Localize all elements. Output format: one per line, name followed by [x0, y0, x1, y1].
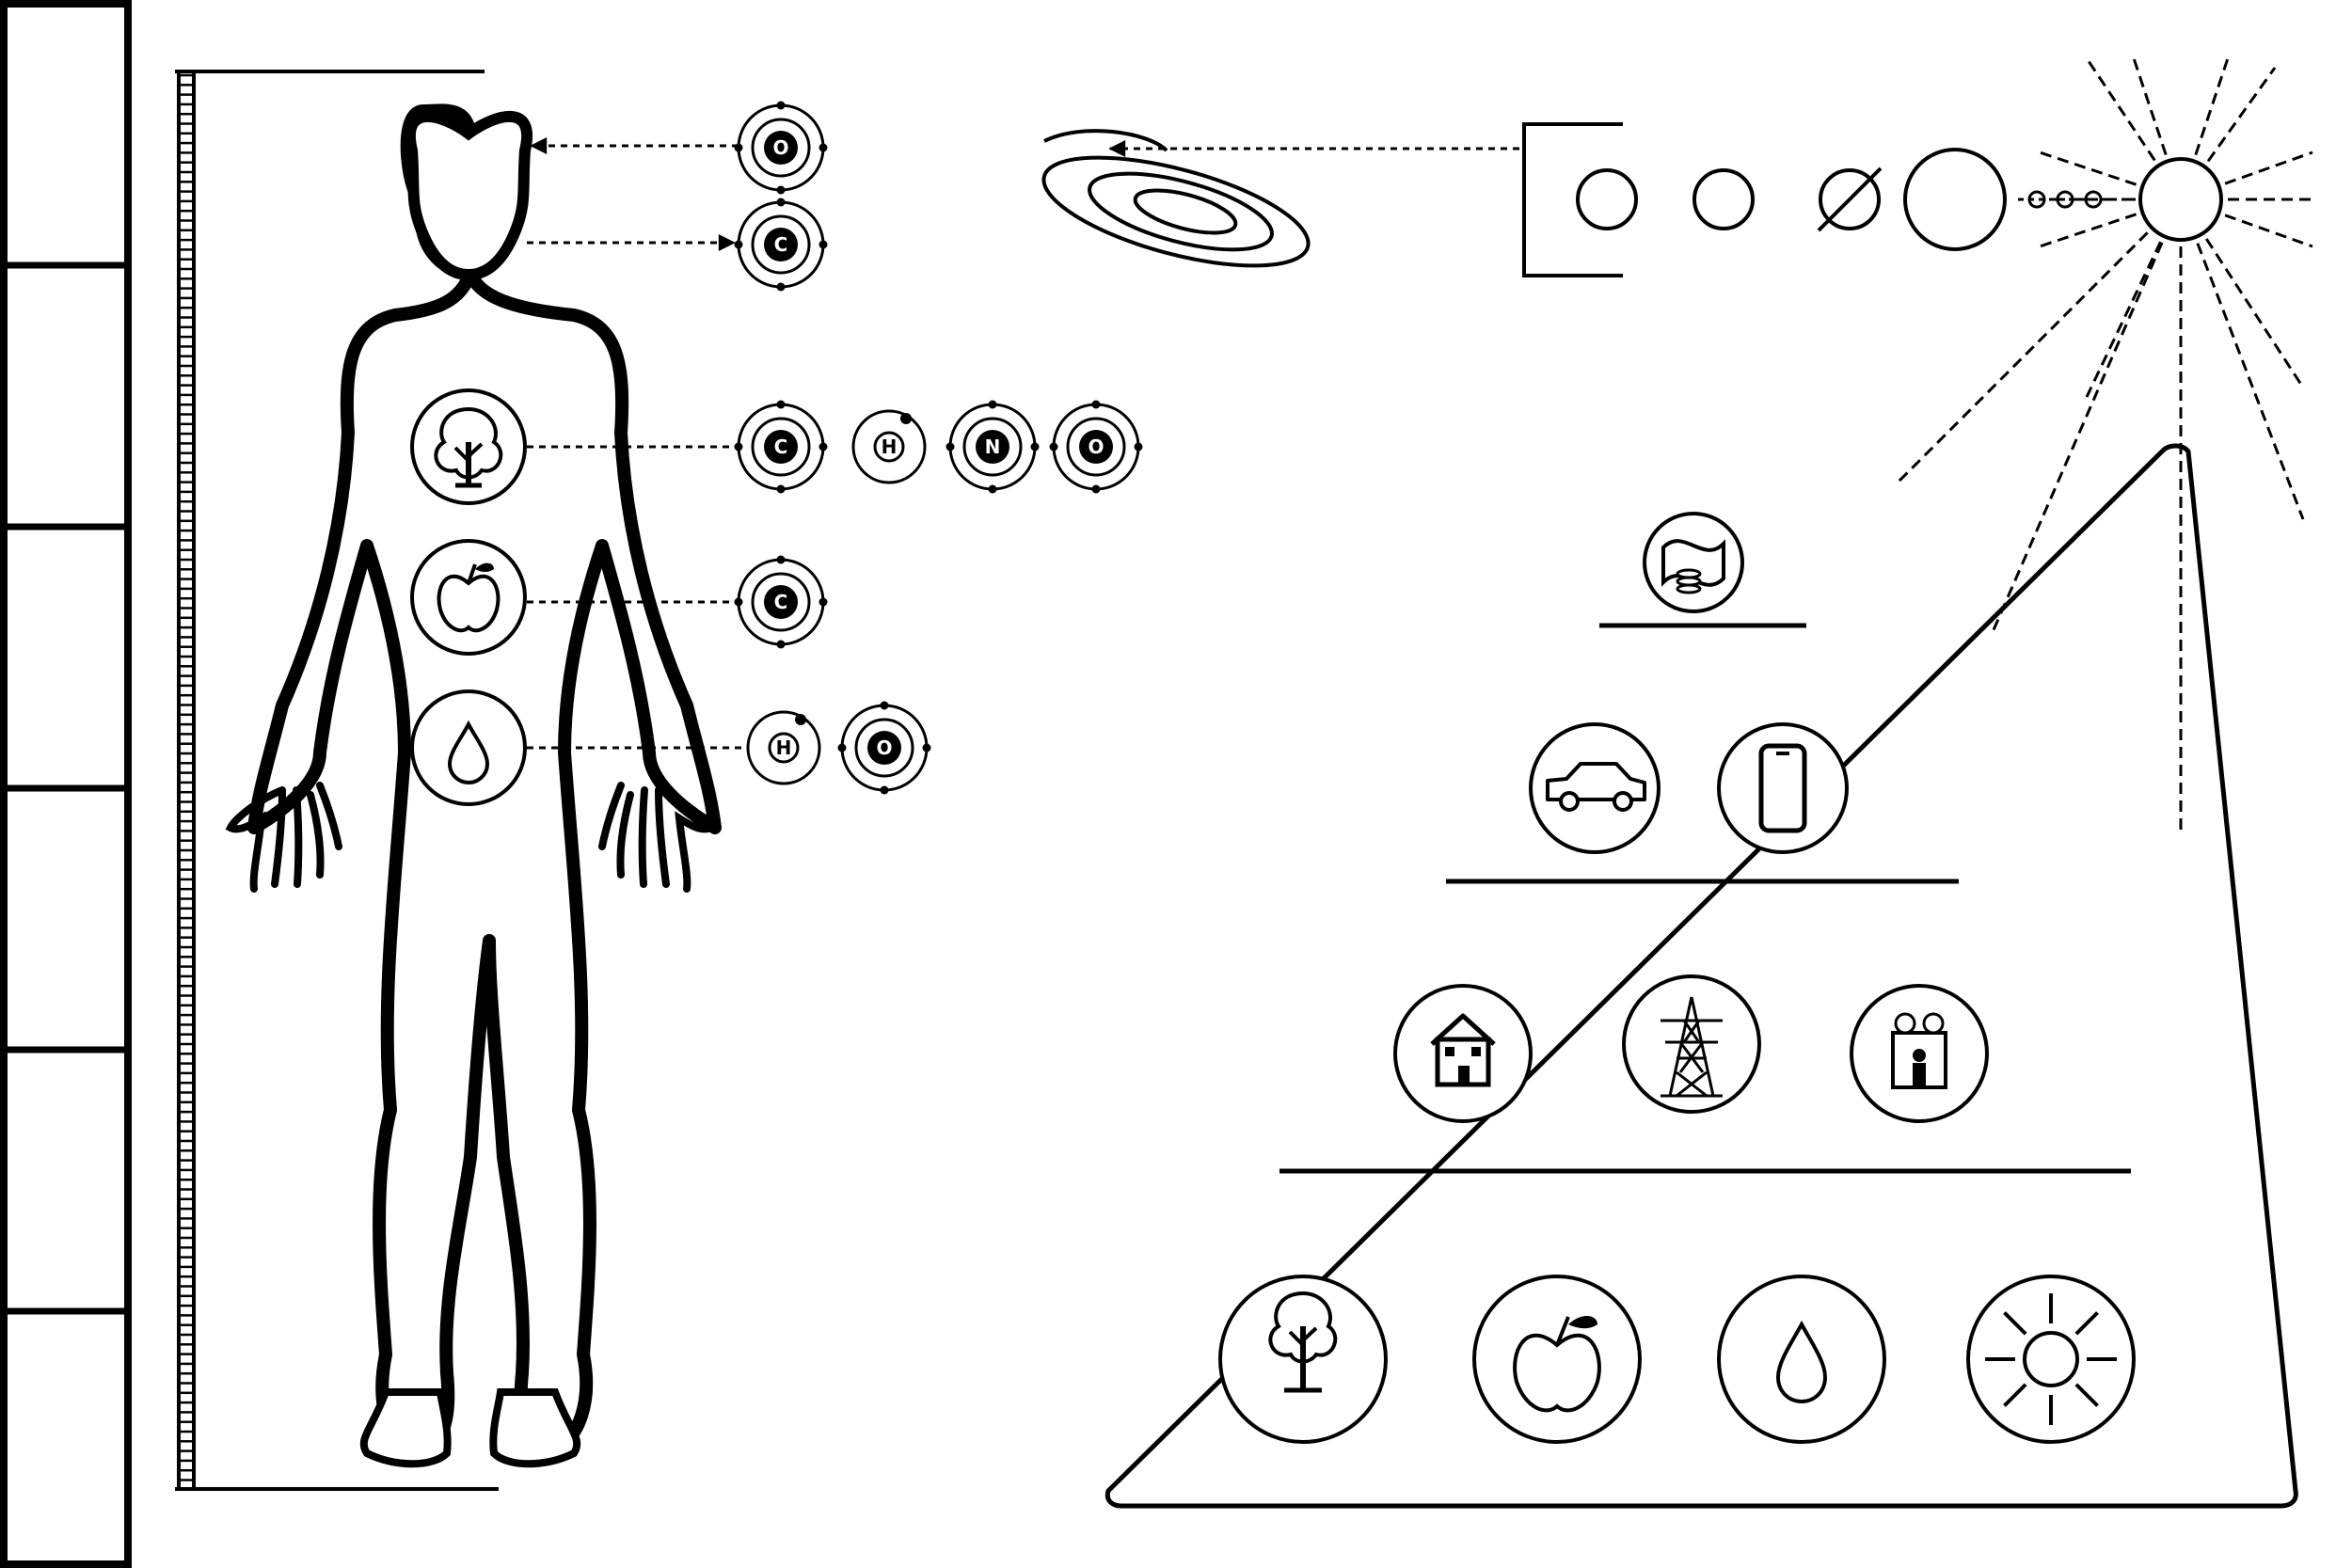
car-circle	[1529, 722, 1661, 854]
house-icon	[1430, 1013, 1496, 1087]
height-ruler	[175, 70, 499, 1491]
pyramid	[1104, 443, 2298, 1509]
sun-rays-icon	[1897, 57, 2313, 830]
tree-atom-icon: C	[734, 400, 828, 494]
atom-symbol: C	[774, 591, 788, 613]
apple-atom-icon: C	[734, 555, 828, 649]
water-atom-icon: H	[746, 710, 821, 785]
carbon-atom-icon: C	[734, 198, 828, 292]
tree-icon	[434, 406, 503, 488]
atom-symbol: O	[1088, 436, 1104, 458]
pyramid-icons	[1218, 512, 2136, 1444]
body-water-circle	[410, 689, 527, 806]
atoms-layer: O C C H N O C H O	[734, 101, 1143, 795]
money-circle	[1643, 512, 1744, 613]
house-circle	[1393, 984, 1533, 1123]
tree-atom-icon: O	[1049, 400, 1143, 494]
car-icon	[1546, 762, 1646, 812]
base-water-circle	[1717, 1275, 1886, 1444]
power-pylon-icon	[1661, 996, 1723, 1098]
people-icon	[1891, 1012, 1947, 1089]
money-icon	[1661, 539, 1725, 594]
atom-symbol: H	[776, 736, 792, 759]
sun-icon	[1985, 1293, 2117, 1425]
solar-system	[1522, 122, 2136, 277]
atom-symbol: C	[774, 436, 788, 458]
atom-symbol: H	[882, 436, 898, 458]
apple-icon	[1513, 1315, 1601, 1413]
atom-symbol: O	[876, 736, 892, 759]
water-drop-icon	[1775, 1320, 1828, 1404]
tree-icon	[1268, 1291, 1338, 1393]
apple-icon	[437, 562, 501, 633]
galaxy-icon	[1041, 129, 1311, 268]
body-apple-circle	[410, 539, 527, 656]
atom-symbol: O	[772, 136, 788, 159]
smartphone-icon	[1758, 743, 1807, 833]
film-strip	[0, 0, 132, 1568]
body-icon-circles	[410, 388, 527, 806]
smartphone-circle	[1717, 722, 1849, 854]
tree-atom-icon: H	[851, 409, 927, 484]
base-apple-circle	[1472, 1275, 1642, 1444]
atom-symbol: C	[774, 233, 788, 256]
water-drop-icon	[447, 720, 490, 785]
tree-atom-icon: N	[946, 400, 1040, 494]
pylon-circle	[1622, 974, 1761, 1114]
water-atom-icon: O	[837, 701, 931, 795]
atom-symbol: N	[985, 436, 1001, 458]
oxygen-atom-icon: O	[734, 101, 828, 195]
head-connectors	[527, 137, 743, 750]
human-body-silhouette	[225, 103, 722, 1468]
